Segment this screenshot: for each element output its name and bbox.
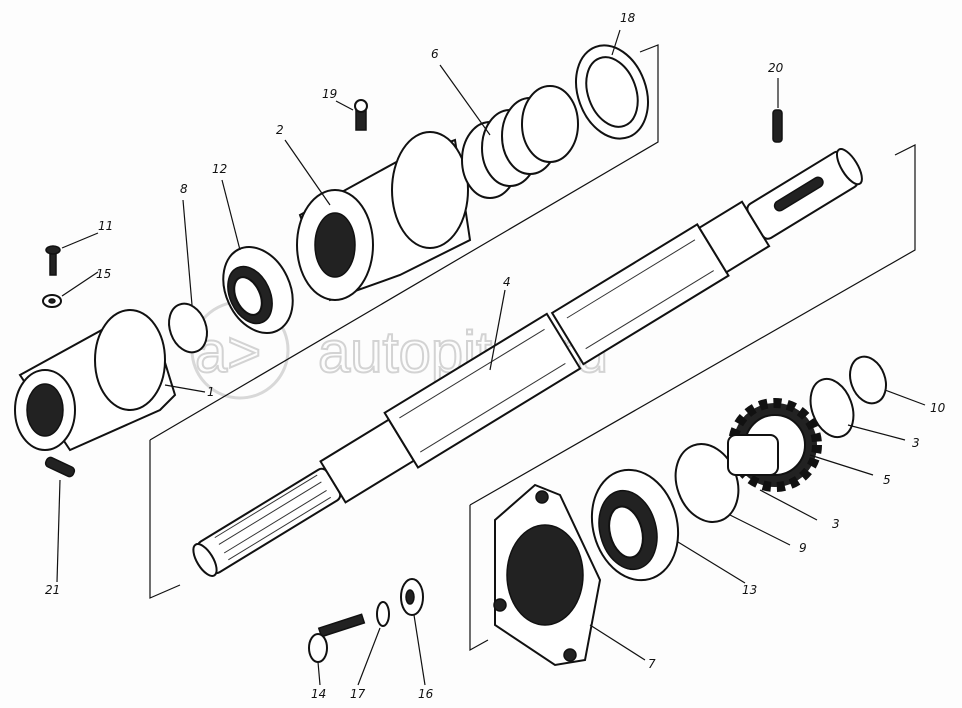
nut-part-15 [42,294,62,308]
callout-15: 15 [96,267,111,281]
sprocket-part-5 [727,398,822,492]
callout-18: 18 [620,11,636,25]
bolt-part-11 [45,245,61,276]
bracket-line-left [149,440,181,599]
key-part-21 [44,456,76,478]
callout-20: 20 [768,61,784,75]
coupling-part-2 [296,131,472,302]
key-part-20 [772,109,783,143]
callout-9: 9 [799,541,807,555]
bracket-line-lower [469,505,489,652]
callout-labels: 18 6 19 2 12 8 11 15 1 20 4 10 3 5 3 9 1… [45,11,946,701]
bracket-line-right [469,144,916,506]
nut-part-16 [400,578,424,616]
callout-3b: 3 [832,517,840,531]
leader-lines [56,29,926,686]
ring-part-10 [849,355,887,405]
callout-5: 5 [883,473,891,487]
callout-10: 10 [930,401,946,415]
callout-8: 8 [180,182,188,196]
callout-19: 19 [322,87,337,101]
callout-7: 7 [648,657,656,671]
ring-part-3 [809,377,855,439]
callout-6: 6 [431,47,439,61]
callout-14: 14 [311,687,326,701]
callout-4: 4 [503,275,511,289]
grease-fitting-part-19 [354,99,368,131]
spring-part-6 [461,85,579,199]
callout-13: 13 [742,583,757,597]
callout-11: 11 [98,219,113,233]
callout-17: 17 [350,687,366,701]
ring-part-8 [168,302,208,354]
bolt-part-14 [308,613,366,663]
callout-16: 16 [418,687,434,701]
flange-part-7 [493,483,602,667]
callout-2: 2 [276,123,284,137]
lock-washer-part-17 [376,601,390,627]
callout-1: 1 [207,385,215,399]
bracket-line-top [149,44,659,441]
washer-part-18 [575,44,649,140]
housing-part-1 [14,309,177,452]
shaft-part-4 [192,148,863,577]
callout-3a: 3 [912,436,920,450]
bearing-part-13 [590,468,680,582]
callout-12: 12 [212,162,227,176]
callout-21: 21 [45,583,60,597]
bearing-part-12 [222,246,294,334]
